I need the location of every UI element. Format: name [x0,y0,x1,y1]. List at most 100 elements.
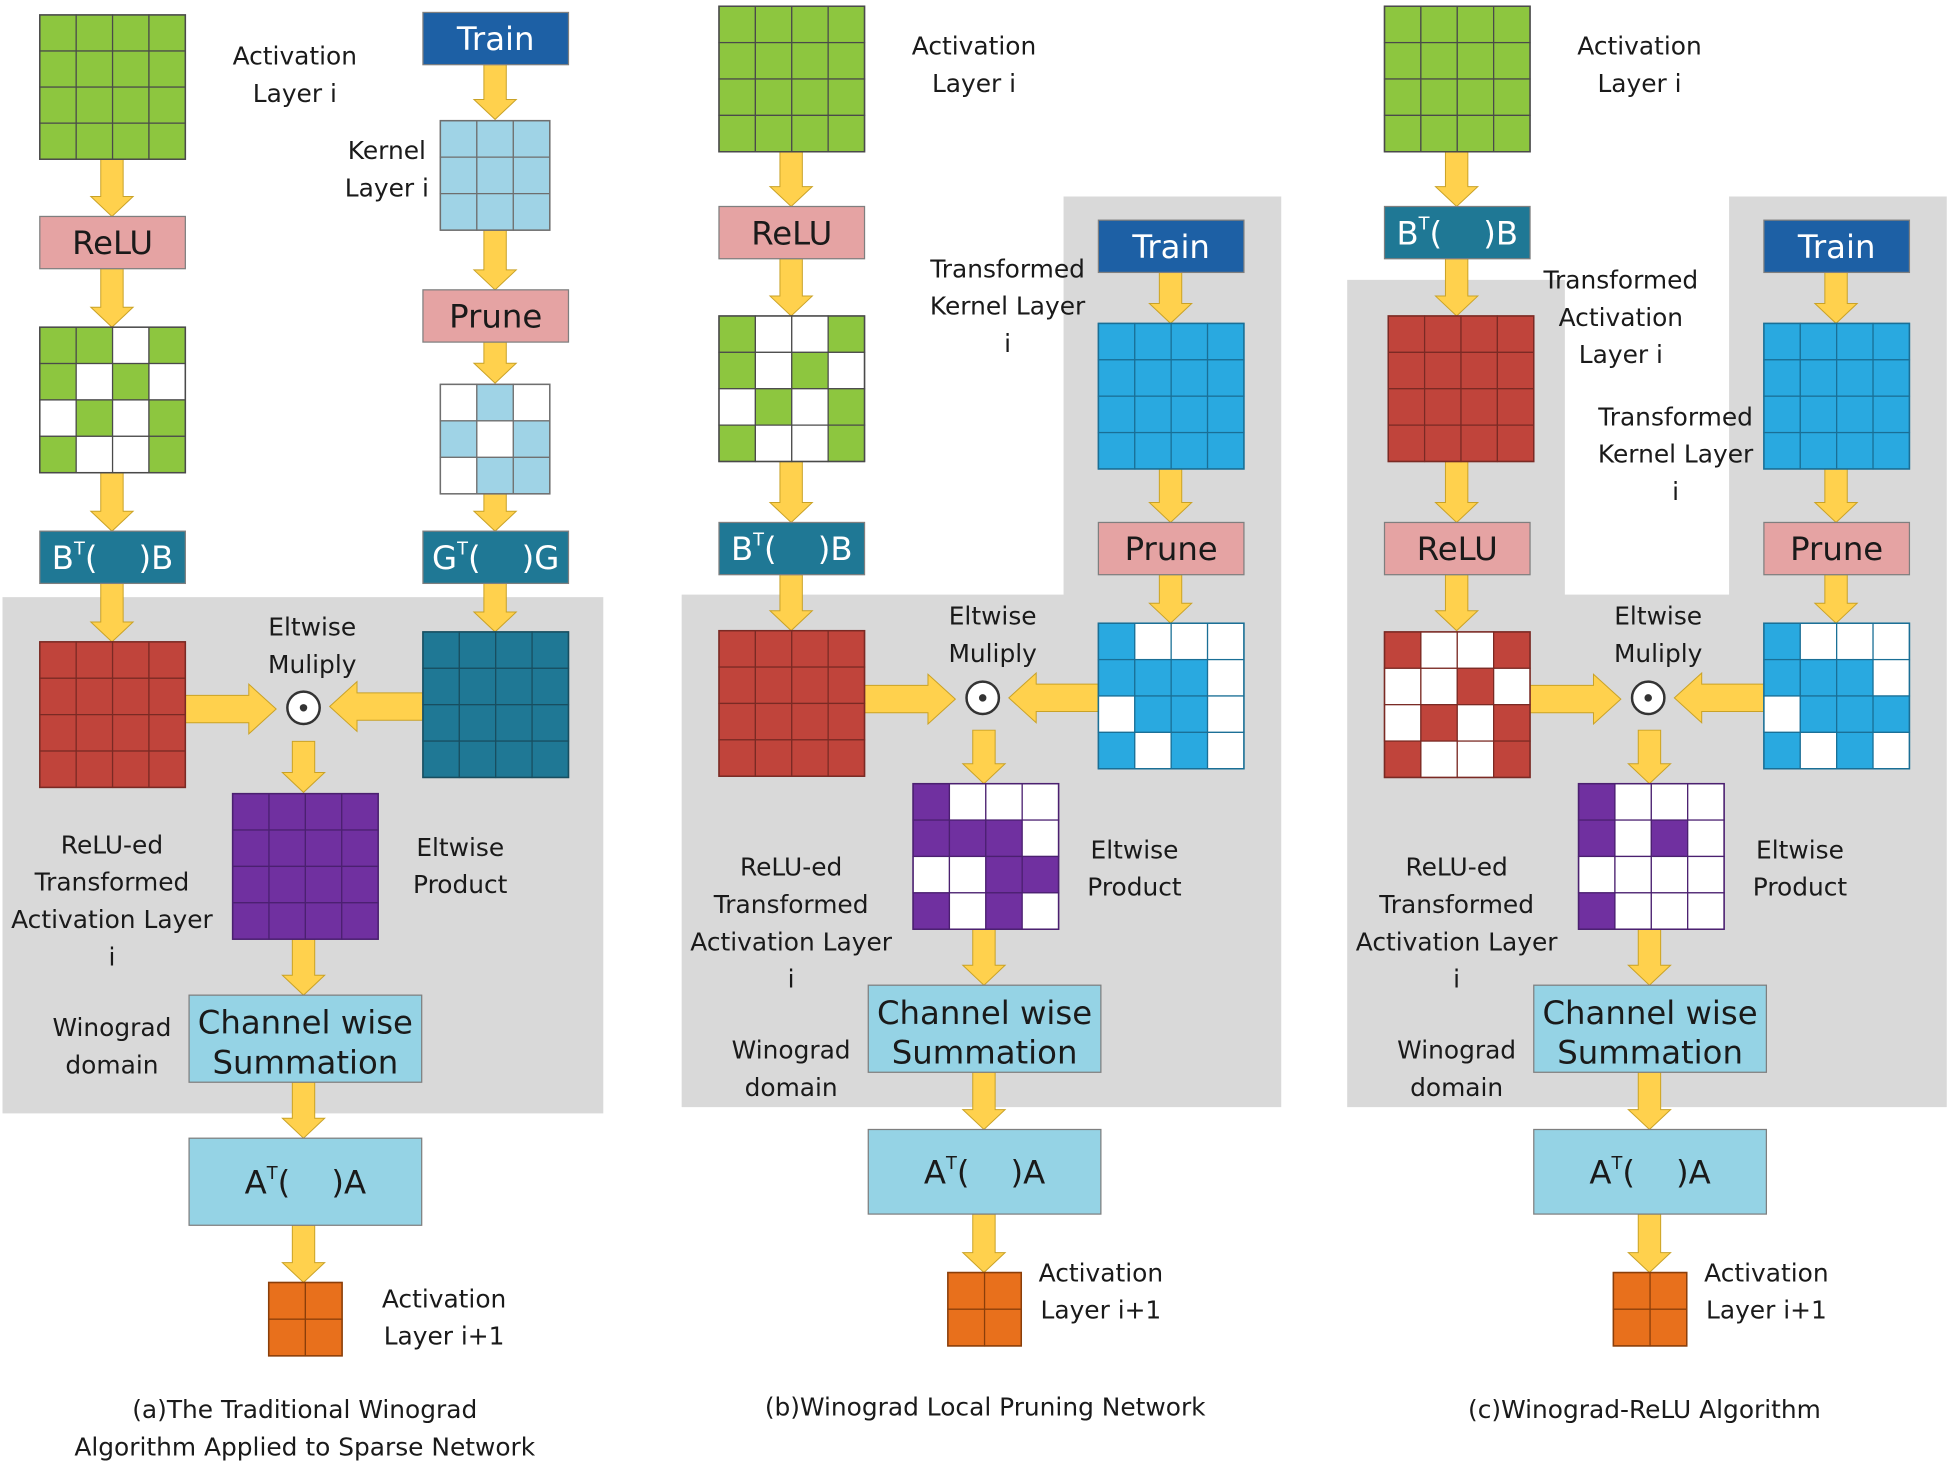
arrow-left [1673,671,1765,724]
a-relu-output-grid-cell [39,435,77,474]
c-eltwise-product-grid-border [1577,782,1725,930]
a-transformed-kernel-grid-cell [531,667,570,706]
a-activation-grid-cell [75,86,114,124]
c-eltwise-product-grid-cell [1650,892,1689,930]
b-activation-next-label-line: Layer i+1 [1040,1296,1161,1325]
a-train-box-label: Train [456,20,535,58]
arrow-down [1148,574,1193,624]
c-winograd-domain-label-line: Winograd [1397,1036,1516,1065]
b-relu-output-grid-cell [791,351,829,390]
b-activation-grid-cell [791,78,829,116]
c-relu-output-grid-cell [1493,667,1531,706]
a-kernel-grid-cell [476,120,514,158]
c-output-grid [1612,1271,1688,1347]
arrow-down [1148,468,1193,524]
c-transformed-kernel-grid-cell [1763,395,1801,434]
a-at-a-box: AT( )A [188,1137,423,1226]
a-gt-g-box: GT( )G [422,530,570,585]
b-eltwise-product-grid-cell [985,855,1023,894]
a-pruned-kernel-grid-cell [439,456,478,495]
b-transformed-activation-grid-cell [718,702,757,741]
b-transformed-kernel-label-line: i [1004,329,1011,358]
arrow-down [89,582,135,643]
c-relu-box-label: ReLU [1417,530,1498,568]
b-transformed-kernel-grid-cell [1097,359,1136,397]
c-transformed-kernel-grid-cell [1872,322,1911,361]
a-prune-box-box [422,289,570,343]
b-pruned-kernel-grid-cell [1170,658,1209,697]
a-transformed-activation-grid-border [39,641,187,789]
a-train-box-box [422,11,570,66]
c-relu-output-grid-cell [1456,704,1495,742]
a-winograd-domain-label-line: domain [65,1051,158,1080]
a-eltwise-product-grid-cell [268,793,307,831]
c-relu-box: ReLU [1383,521,1531,576]
a-kernel-grid-cell [439,120,478,158]
b-pruned-kernel-grid-cell [1206,658,1245,697]
arrow-down [768,461,814,524]
arrow-down [1813,271,1859,325]
b-eltwise-product-grid [912,782,1060,930]
c-transformed-activation-grid-cell [1496,424,1535,463]
a-relued-label-line: Transformed [34,868,190,897]
a-eltwise-product-grid-cell [231,902,270,940]
b-relued-label-line: i [788,965,795,994]
a-gt-g-box-box [422,530,570,585]
b-eltwise-product-grid-cell [948,855,987,894]
c-pruned-kernel-grid-cell [1763,622,1801,661]
c-transformed-kernel-grid-cell [1872,395,1911,434]
b-eltwise-product-grid-cell [912,892,951,930]
b-relu-output-grid-cell [754,351,793,390]
a-kernel-grid-cell [512,120,551,158]
c-transformed-activation-grid-cell [1387,315,1426,353]
a-relued-label-line: ReLU-ed [61,830,163,859]
c-eltwise-product-grid-cell [1577,783,1616,821]
c-pruned-kernel-grid-cell [1872,622,1911,661]
b-relu-output-grid-cell [827,424,866,463]
b-eltwise-product-grid-cell [985,892,1023,930]
c-pruned-kernel-grid-cell [1799,658,1838,697]
b-activation-grid-cell [791,5,829,44]
b-transformed-kernel-grid-cell [1097,322,1136,361]
c-eltwise-product-grid-cell [1687,783,1725,821]
b-relu-box-label: ReLU [751,214,832,252]
b-activation-grid-cell [827,114,866,153]
a-activation-label-line: Activation [233,42,357,71]
a-transformed-activation-grid-cell [39,714,77,752]
c-transformed-activation-grid-cell [1423,424,1462,463]
b-transformed-activation-grid-cell [827,630,866,668]
a-transformed-activation-grid-cell [111,677,150,716]
b-transformed-kernel-grid-cell [1097,395,1136,434]
b-train-box-label: Train [1131,228,1210,266]
c-pruned-kernel-grid-cell [1763,658,1801,697]
a-transformed-activation-grid-cell [39,641,77,679]
b-eltwise-multiply-label-line: Muliply [948,639,1036,668]
b-activation-grid-cell [827,41,866,80]
c-transformed-activation-grid-cell [1496,315,1535,353]
c-relu-output-grid-cell [1493,631,1531,669]
c-activation-grid-cell [1420,5,1458,44]
c-relu-output-grid-cell [1456,631,1495,669]
c-transformed-activation-grid-cell [1387,351,1426,390]
a-pruned-kernel-grid-cell [512,420,551,458]
a-output-grid-cell [304,1281,343,1320]
a-eltwise-multiply-label-line: Muliply [268,650,356,679]
arrow-down [472,582,518,633]
b-eltwise-multiply-label-line: Eltwise [949,601,1037,630]
a-transformed-kernel-grid-cell [495,667,533,706]
c-output-grid-cell [1612,1308,1651,1347]
b-activation-grid-cell [754,5,793,44]
c-pruned-kernel-grid-cell [1872,658,1911,697]
b-transformed-kernel-grid-cell [1134,395,1172,434]
b-eltwise-product-grid-cell [948,892,987,930]
c-eltwise-product-label-line: Product [1753,873,1848,902]
c-eltwise-product-grid-cell [1577,855,1616,894]
b-eltwise-product-grid-cell [1021,819,1060,858]
a-pruned-kernel-grid-cell [476,420,514,458]
c-transformed-kernel-grid [1763,322,1911,470]
